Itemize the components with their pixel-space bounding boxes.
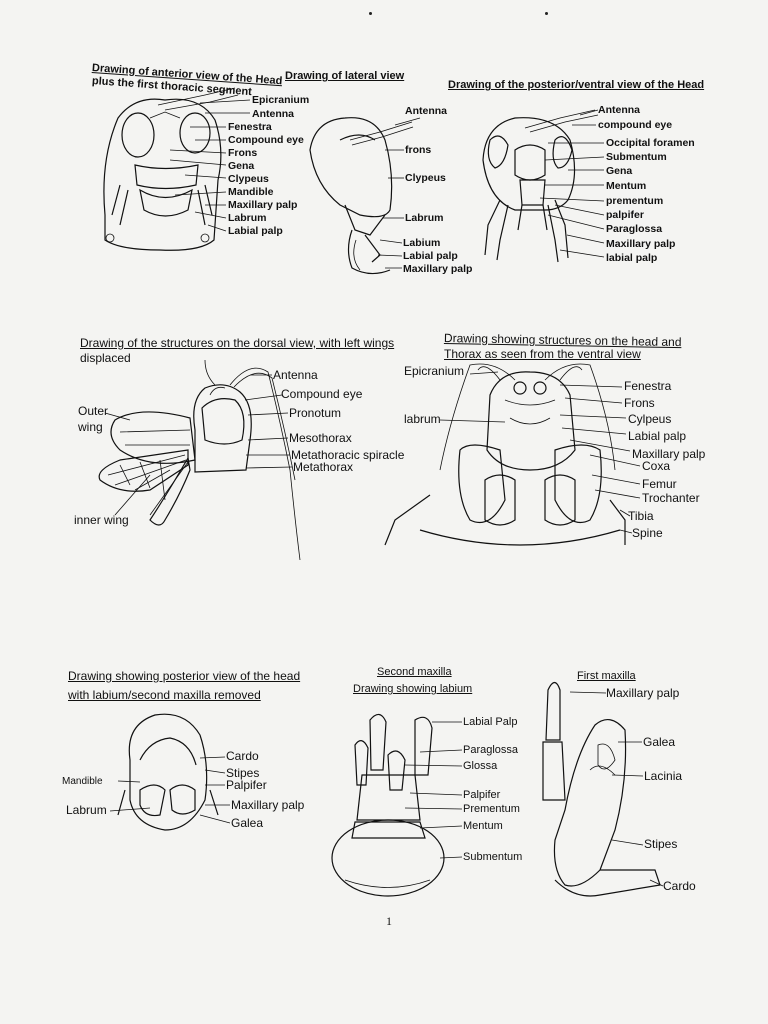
pr-label-cardo: Cardo: [226, 749, 259, 763]
ventral-label-fenestra: Fenestra: [624, 379, 672, 393]
labium-label-paraglossa: Paraglossa: [463, 744, 519, 756]
ventral-label-maxillary-palp: Maxillary palp: [632, 447, 706, 461]
ventral-title-line2: Thorax as seen from the ventral view: [444, 347, 641, 361]
pv-label-occipital-foramen: Occipital foramen: [606, 137, 695, 149]
speck: [369, 12, 372, 15]
dorsal-label-outer: Outer: [78, 404, 109, 418]
label-labrum: Labrum: [228, 212, 267, 224]
label-clypeus: Clypeus: [228, 173, 269, 185]
labium-title-line1: Second maxilla: [377, 666, 452, 678]
label-labial-palp: Labial palp: [228, 225, 283, 237]
ventral-label-trochanter: Trochanter: [642, 491, 700, 505]
fm-label-galea: Galea: [643, 735, 676, 749]
dorsal-label-metathoracic-spiracle: Metathoracic spiracle: [291, 448, 405, 462]
label-compound-eye: Compound eye: [228, 134, 304, 146]
speck: [545, 12, 548, 15]
pr-label-palpifer: Palpifer: [226, 778, 267, 792]
pv-label-palpifer: palpifer: [606, 209, 644, 221]
ventral-label-coxa: Coxa: [642, 459, 671, 473]
pv-label-labial-palp: labial palp: [606, 252, 658, 264]
page-number: 1: [386, 914, 392, 928]
labium-label-labial-palp: Labial Palp: [463, 716, 518, 728]
label-mandible: Mandible: [228, 186, 274, 198]
first-maxilla-drawing: [542, 681, 664, 897]
label-epicranium: Epicranium: [252, 94, 310, 106]
dorsal-label-compound-eye: Compound eye: [281, 387, 363, 401]
posterior-removed-title-line1: Drawing showing posterior view of the he…: [68, 669, 301, 683]
lateral-view-drawing: [309, 117, 421, 275]
pr-label-galea: Galea: [231, 816, 264, 830]
labium-label-prementum: Prementum: [463, 803, 520, 815]
label-frons: Frons: [228, 147, 258, 159]
ventral-label-frons: Frons: [624, 396, 655, 410]
lateral-label-labium: Labium: [403, 237, 441, 249]
labium-title-line2: Drawing showing labium: [353, 683, 473, 695]
label-fenestra: Fenestra: [228, 121, 272, 133]
pv-label-maxillary-palp: Maxillary palp: [606, 238, 676, 250]
lateral-label-antenna: Antenna: [405, 105, 447, 117]
pr-label-mandible: Mandible: [62, 776, 103, 787]
labium-label-glossa: Glossa: [463, 760, 498, 772]
labium-label-mentum: Mentum: [463, 820, 503, 832]
ventral-label-labial-palp: Labial palp: [628, 429, 687, 443]
pr-label-labrum: Labrum: [66, 803, 107, 817]
lateral-label-maxillary-palp: Maxillary palp: [403, 263, 473, 275]
first-maxilla-title: First maxilla: [577, 670, 636, 682]
pv-label-prementum: prementum: [606, 195, 664, 207]
labium-label-palpifer: Palpifer: [463, 789, 501, 801]
pr-label-stipes: Stipes: [226, 766, 260, 780]
lateral-label-clypeus: Clypeus: [405, 172, 446, 184]
pv-label-mentum: Mentum: [606, 180, 647, 192]
ventral-label-femur: Femur: [642, 477, 677, 491]
pv-label-antenna: Antenna: [598, 104, 640, 116]
posterior-view-drawing: [482, 109, 605, 263]
posterior-removed-title-line2: with labium/second maxilla removed: [68, 688, 261, 702]
fm-label-lacinia: Lacinia: [644, 769, 683, 783]
ventral-label-cylpeus: Cylpeus: [628, 412, 672, 426]
dorsal-label-pronotum: Pronotum: [289, 406, 342, 420]
lateral-label-frons: frons: [405, 144, 432, 156]
ventral-label-tibia: Tibia: [628, 509, 654, 523]
fm-label-cardo: Cardo: [663, 879, 696, 893]
dorsal-label-inner-wing: inner wing: [74, 513, 129, 527]
dorsal-view-drawing: [98, 359, 301, 561]
ventral-label-spine: Spine: [632, 526, 663, 540]
ventral-view-drawing: [384, 363, 641, 546]
labium-label-submentum: Submentum: [463, 851, 523, 863]
label-gena: Gena: [228, 160, 255, 172]
label-antenna: Antenna: [252, 108, 294, 120]
dorsal-title-line2: displaced: [80, 351, 131, 365]
ventral-label-labrum: labrum: [404, 412, 441, 426]
dorsal-title-line1: Drawing of the structures on the dorsal …: [80, 336, 395, 350]
posterior-title: Drawing of the posterior/ventral view of…: [448, 79, 705, 91]
ventral-label-epicranium: Epicranium: [404, 364, 465, 378]
lateral-title: Drawing of lateral view: [285, 70, 405, 82]
pv-label-submentum: Submentum: [606, 151, 667, 163]
fm-label-maxillary-palp: Maxillary palp: [606, 686, 680, 700]
pv-label-paraglossa: Paraglossa: [606, 223, 663, 235]
anterior-head-drawing: [103, 87, 251, 251]
label-maxillary-palp: Maxillary palp: [228, 199, 298, 211]
dorsal-label-mesothorax: Mesothorax: [289, 431, 352, 445]
pv-label-compound-eye: compound eye: [598, 119, 673, 131]
dorsal-label-metathorax: Metathorax: [293, 460, 354, 474]
labium-drawing: [331, 713, 463, 897]
lateral-label-labial-palp: Labial palp: [403, 250, 458, 262]
pv-label-gena: Gena: [606, 165, 633, 177]
posterior-removed-drawing: [109, 713, 231, 831]
dorsal-label-wing: wing: [78, 420, 103, 434]
pr-label-maxillary-palp: Maxillary palp: [231, 798, 305, 812]
lateral-label-labrum: Labrum: [405, 212, 444, 224]
dorsal-label-antenna: Antenna: [273, 368, 318, 382]
fm-label-stipes: Stipes: [644, 837, 678, 851]
